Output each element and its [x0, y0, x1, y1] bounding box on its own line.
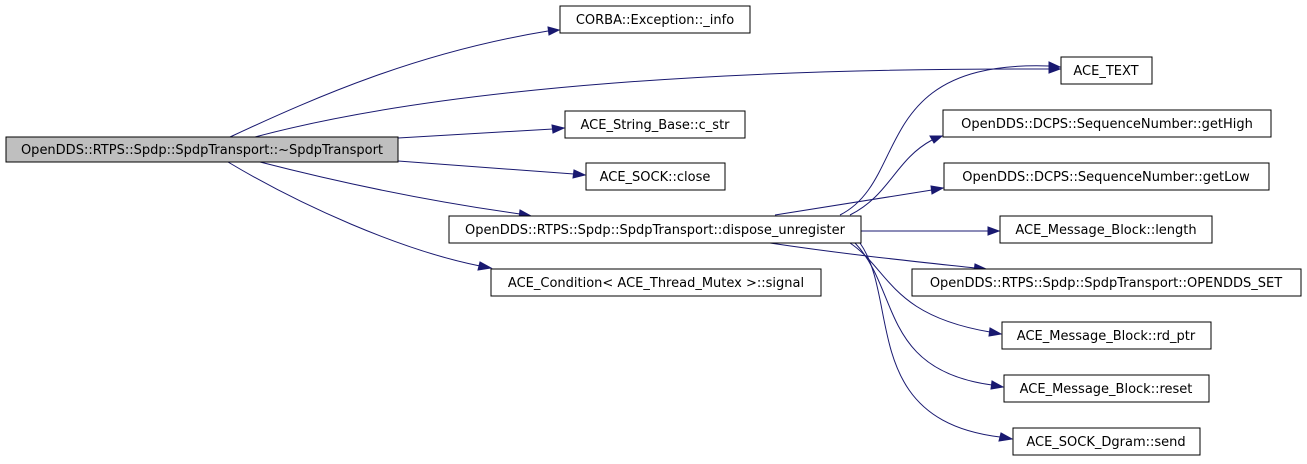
- svg-text:CORBA::Exception::_info: CORBA::Exception::_info: [576, 13, 734, 28]
- edge-dispose-to-get-low: [774, 185, 945, 216]
- edge-dispose-to-mb-rd-ptr: [849, 242, 1003, 337]
- svg-text:ACE_Message_Block::reset: ACE_Message_Block::reset: [1020, 382, 1193, 397]
- edge-root-to-dispose-unregister: [259, 161, 533, 219]
- svg-text:OpenDDS::DCPS::SequenceNumber:: OpenDDS::DCPS::SequenceNumber::getLow: [962, 170, 1250, 185]
- svg-text:ACE_SOCK::close: ACE_SOCK::close: [600, 170, 711, 185]
- edge-root-to-sock-close: [397, 160, 587, 179]
- node-get-low[interactable]: OpenDDS::DCPS::SequenceNumber::getLow: [943, 162, 1270, 191]
- svg-text:OpenDDS::RTPS::Spdp::SpdpTrans: OpenDDS::RTPS::Spdp::SpdpTransport::disp…: [465, 223, 846, 238]
- node-mb-rd-ptr[interactable]: ACE_Message_Block::rd_ptr: [1001, 321, 1212, 350]
- svg-text:OpenDDS::RTPS::Spdp::SpdpTrans: OpenDDS::RTPS::Spdp::SpdpTransport::~Spd…: [21, 143, 383, 158]
- node-get-high[interactable]: OpenDDS::DCPS::SequenceNumber::getHigh: [942, 109, 1272, 138]
- svg-text:ACE_String_Base::c_str: ACE_String_Base::c_str: [580, 118, 730, 133]
- node-ace-text[interactable]: ACE_TEXT: [1060, 56, 1153, 85]
- node-mb-reset[interactable]: ACE_Message_Block::reset: [1003, 374, 1210, 403]
- edge-dispose-to-opendds-set: [769, 242, 988, 273]
- edge-dispose-to-ace-text: [839, 61, 1062, 216]
- node-root[interactable]: OpenDDS::RTPS::Spdp::SpdpTransport::~Spd…: [5, 136, 399, 163]
- edge-dispose-to-mb-reset: [854, 242, 1005, 390]
- svg-text:ACE_Message_Block::rd_ptr: ACE_Message_Block::rd_ptr: [1017, 329, 1196, 344]
- svg-text:ACE_Condition< ACE_Thread_Mute: ACE_Condition< ACE_Thread_Mutex >::signa…: [508, 276, 804, 291]
- edge-dispose-to-mb-length: [861, 226, 1001, 236]
- node-opendds-set[interactable]: OpenDDS::RTPS::Spdp::SpdpTransport::OPEN…: [911, 268, 1302, 297]
- edge-root-to-corba-info: [229, 26, 561, 138]
- edge-root-to-signal: [227, 161, 493, 271]
- node-sock-close[interactable]: ACE_SOCK::close: [585, 162, 726, 191]
- node-c-str[interactable]: ACE_String_Base::c_str: [564, 110, 746, 139]
- node-corba-info[interactable]: CORBA::Exception::_info: [559, 5, 751, 34]
- svg-text:OpenDDS::RTPS::Spdp::SpdpTrans: OpenDDS::RTPS::Spdp::SpdpTransport::OPEN…: [930, 276, 1282, 291]
- svg-text:OpenDDS::DCPS::SequenceNumber:: OpenDDS::DCPS::SequenceNumber::getHigh: [961, 117, 1253, 132]
- node-dispose-unregister[interactable]: OpenDDS::RTPS::Spdp::SpdpTransport::disp…: [448, 215, 862, 244]
- edge-dispose-to-get-high: [849, 135, 944, 216]
- edge-dispose-to-dgram-send: [859, 242, 1014, 442]
- node-dgram-send[interactable]: ACE_SOCK_Dgram::send: [1012, 427, 1201, 456]
- node-mb-length[interactable]: ACE_Message_Block::length: [999, 215, 1213, 244]
- svg-text:ACE_Message_Block::length: ACE_Message_Block::length: [1015, 223, 1196, 238]
- svg-text:ACE_SOCK_Dgram::send: ACE_SOCK_Dgram::send: [1026, 435, 1185, 450]
- node-signal[interactable]: ACE_Condition< ACE_Thread_Mutex >::signa…: [490, 268, 822, 297]
- edge-root-to-c-str: [397, 124, 566, 139]
- svg-text:ACE_TEXT: ACE_TEXT: [1073, 64, 1138, 79]
